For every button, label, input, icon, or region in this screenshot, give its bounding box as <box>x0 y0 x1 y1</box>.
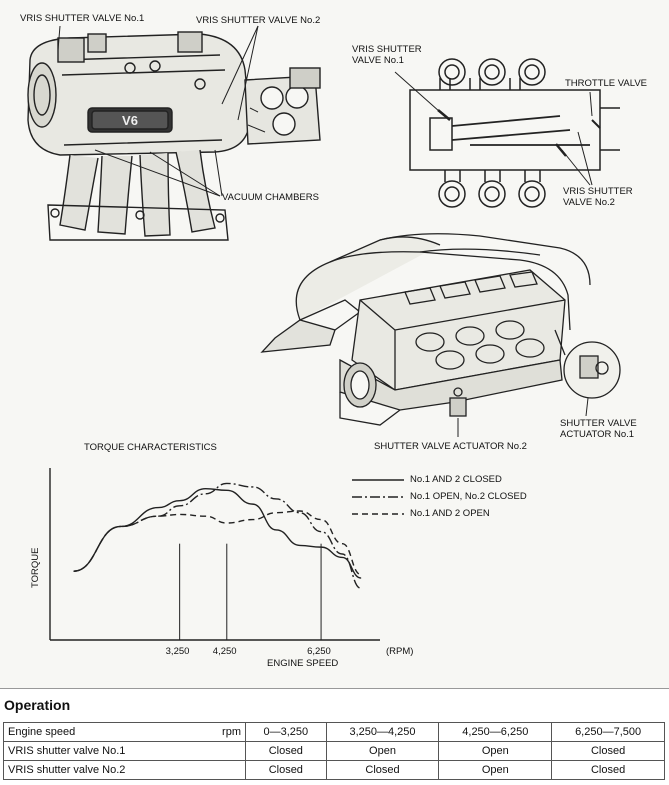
series-line-1 <box>73 487 362 579</box>
vris-diagram: V6 <box>0 0 669 689</box>
cutaway-leader-lines <box>457 397 589 437</box>
series-line-3 <box>73 510 362 576</box>
label-shutter-valve-no2: VRIS SHUTTER VALVE No.2 <box>196 15 321 26</box>
schematic-leader-lines <box>394 71 593 186</box>
x-tick-label: 4,250 <box>212 646 237 657</box>
engine-cutaway-illustration <box>260 233 621 426</box>
header-range: 4,250—6,250 <box>438 722 553 742</box>
x-tick-label: 3,250 <box>165 646 190 657</box>
chart-title: TORQUE CHARACTERISTICS <box>84 442 217 453</box>
diagram-drawing: V6 <box>27 25 621 641</box>
label-actuator-no2: SHUTTER VALVE ACTUATOR No.2 <box>374 441 527 452</box>
header-range: 6,250—7,500 <box>551 722 665 742</box>
manifold-leader-lines <box>57 25 259 197</box>
header-param: Engine speed <box>3 722 197 742</box>
x-axis-unit: (RPM) <box>386 646 414 657</box>
label-throttle-valve: THROTTLE VALVE <box>565 78 647 89</box>
row-cell: Closed <box>551 741 665 761</box>
table-header-row: Engine speed rpm 0—3,250 3,250—4,250 4,2… <box>3 722 665 742</box>
x-tick-label: 6,250 <box>307 646 331 657</box>
row-cell: Open <box>438 741 553 761</box>
header-range: 3,250—4,250 <box>325 722 440 742</box>
row-cell: Closed <box>325 760 440 780</box>
row-cell: Closed <box>551 760 665 780</box>
y-axis-label: TORQUE <box>30 547 41 588</box>
row-param: VRIS shutter valve No.2 <box>3 760 246 780</box>
label-shutter-valve-no1: VRIS SHUTTER VALVE No.1 <box>20 13 145 24</box>
intake-manifold-illustration: V6 <box>27 31 321 241</box>
row-cell: Closed <box>245 741 327 761</box>
row-cell: Open <box>325 741 440 761</box>
series-line-2 <box>73 482 362 590</box>
x-axis-label: ENGINE SPEED <box>267 658 339 669</box>
manifold-badge: V6 <box>122 113 138 128</box>
label-vacuum-chambers: VACUUM CHAMBERS <box>222 192 319 203</box>
row-param: VRIS shutter valve No.1 <box>3 741 246 761</box>
legend-label: No.1 OPEN, No.2 CLOSED <box>410 491 527 502</box>
operation-title: Operation <box>4 697 71 713</box>
legend-label: No.1 AND 2 OPEN <box>410 508 490 519</box>
operation-table: Engine speed rpm 0—3,250 3,250—4,250 4,2… <box>3 722 665 780</box>
row-cell: Open <box>438 760 553 780</box>
header-range: 0—3,250 <box>245 722 327 742</box>
table-row: VRIS shutter valve No.2 Closed Closed Op… <box>3 760 665 780</box>
table-row: VRIS shutter valve No.1 Closed Open Open… <box>3 741 665 761</box>
vris-schematic <box>409 58 620 208</box>
torque-chart <box>49 468 404 641</box>
legend-label: No.1 AND 2 CLOSED <box>410 474 502 485</box>
row-cell: Closed <box>245 760 327 780</box>
header-unit: rpm <box>197 722 246 742</box>
